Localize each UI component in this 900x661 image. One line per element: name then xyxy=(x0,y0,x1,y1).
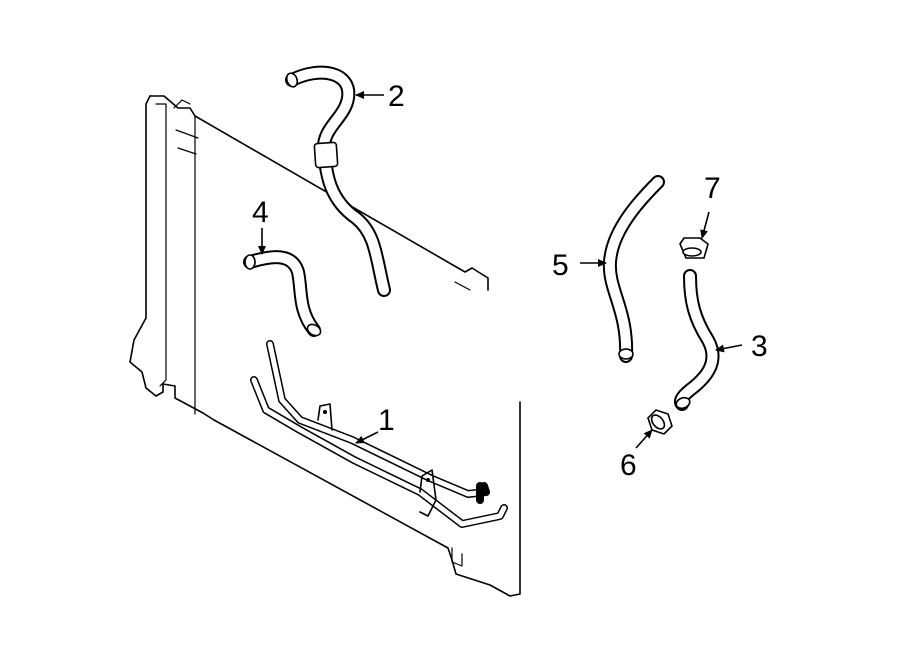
small-hose-4 xyxy=(243,250,322,337)
callout-arrows xyxy=(258,91,743,449)
clamp-6 xyxy=(647,409,673,435)
callout-4: 4 xyxy=(252,196,269,229)
lower-hose-3 xyxy=(674,269,720,411)
upper-hose-2 xyxy=(285,65,391,297)
callout-5: 5 xyxy=(552,249,569,282)
callout-labels: 1 2 3 4 5 6 7 xyxy=(252,80,768,482)
cooler-lines-1 xyxy=(250,340,508,528)
arrow-3 xyxy=(715,344,743,353)
arrow-6 xyxy=(635,429,653,449)
hose-5 xyxy=(602,175,665,363)
callout-2: 2 xyxy=(388,80,405,113)
callout-1: 1 xyxy=(378,404,395,437)
callout-7: 7 xyxy=(704,172,721,205)
clamp-7 xyxy=(679,237,709,259)
arrow-7 xyxy=(700,211,710,239)
arrow-1 xyxy=(355,431,379,444)
callout-6: 6 xyxy=(620,449,637,482)
callout-3: 3 xyxy=(751,330,768,363)
radiator xyxy=(129,95,521,597)
